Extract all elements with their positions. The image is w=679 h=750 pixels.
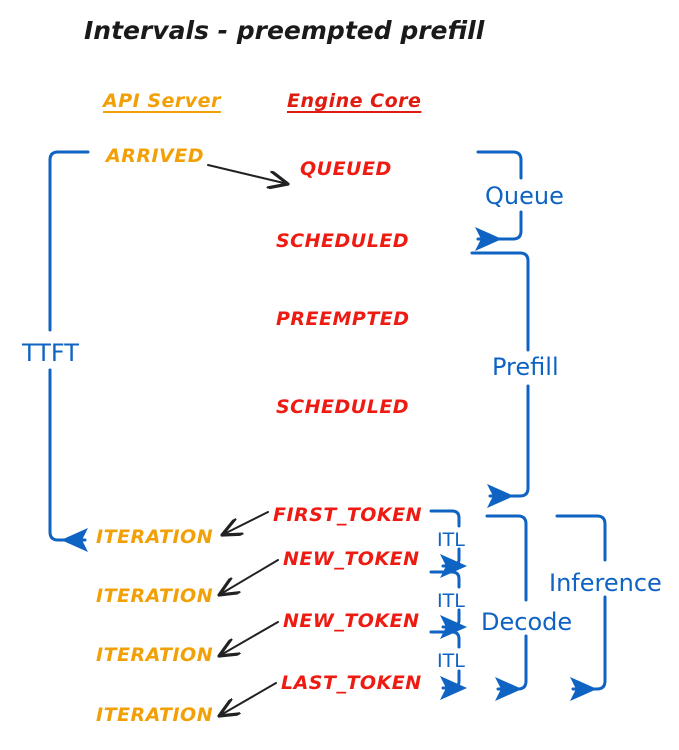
event-new-token-2: NEW_TOKEN — [283, 610, 420, 632]
event-iteration-4: ITERATION — [96, 704, 214, 726]
event-iteration-2: ITERATION — [96, 585, 214, 607]
arrow-first-token-to-iteration — [222, 511, 269, 535]
bracket-prefill-bottom — [487, 384, 530, 508]
interval-label-itl-2: ITL — [437, 590, 465, 612]
interval-label-ttft: TTFT — [22, 339, 79, 367]
bracket-queue-top — [476, 150, 523, 180]
interval-label-inference: Inference — [549, 569, 662, 597]
bracket-prefill-top — [470, 251, 530, 352]
event-last-token: LAST_TOKEN — [281, 672, 422, 694]
arrow-new-token-to-iteration-2 — [219, 621, 279, 656]
bracket-itl-1-top — [429, 509, 461, 528]
arrow-new-token-to-iteration-1 — [219, 559, 279, 595]
bracket-itl-3-top — [429, 630, 461, 649]
event-queued: QUEUED — [300, 158, 392, 180]
bracket-inference-bottom — [570, 595, 607, 701]
bracket-inference-top — [555, 514, 607, 562]
event-iteration-1: ITERATION — [96, 526, 214, 548]
bracket-ttft-bottom — [48, 368, 88, 552]
event-iteration-3: ITERATION — [96, 644, 214, 666]
event-arrived: ARRIVED — [106, 145, 204, 167]
arrow-last-token-to-iteration — [219, 682, 277, 716]
interval-label-decode: Decode — [481, 608, 573, 636]
event-new-token-1: NEW_TOKEN — [283, 548, 420, 570]
event-first-token: FIRST_TOKEN — [273, 504, 423, 526]
bracket-ttft-top — [48, 150, 90, 332]
interval-label-queue: Queue — [485, 182, 564, 210]
bracket-decode-top — [485, 514, 528, 602]
bracket-decode-bottom — [495, 634, 528, 701]
arrow-arrived-to-queued — [207, 164, 288, 184]
event-preempted: PREEMPTED — [276, 308, 410, 330]
interval-label-prefill: Prefill — [492, 353, 559, 381]
event-scheduled-2: SCHEDULED — [276, 396, 410, 418]
bracket-itl-2-bottom — [440, 608, 467, 639]
column-header-api-server: API Server — [103, 90, 221, 112]
event-scheduled-1: SCHEDULED — [276, 230, 410, 252]
bracket-itl-3-bottom — [440, 669, 467, 700]
bracket-queue-bottom — [475, 210, 523, 251]
bracket-itl-1-bottom — [440, 547, 467, 578]
interval-label-itl-3: ITL — [437, 650, 465, 672]
bracket-itl-2-top — [429, 570, 461, 589]
column-header-engine-core: Engine Core — [287, 90, 422, 112]
interval-label-itl-1: ITL — [437, 529, 465, 551]
page-title: Intervals - preempted prefill — [84, 16, 485, 45]
